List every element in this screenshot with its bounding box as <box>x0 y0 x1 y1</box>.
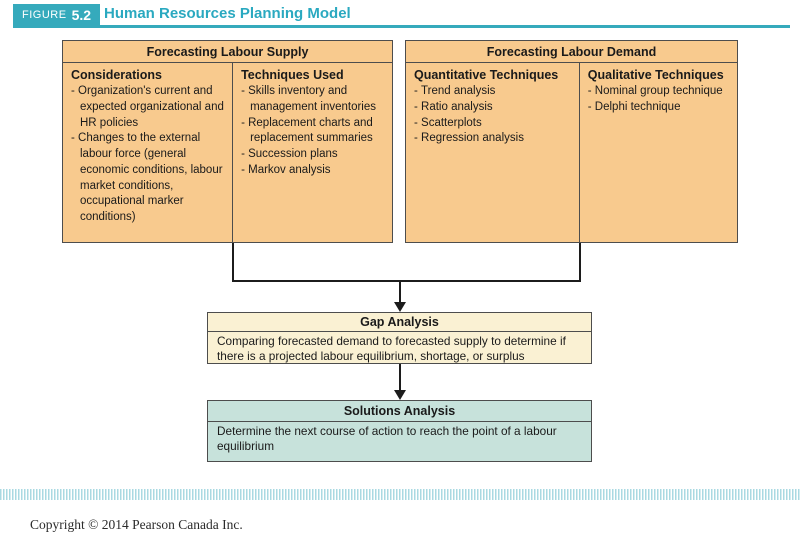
header-rule <box>13 25 790 28</box>
bullet-item: Changes to the external labour force (ge… <box>71 131 225 226</box>
bullet-item: Nominal group technique <box>588 84 730 100</box>
bullet-item: Markov analysis <box>241 163 385 179</box>
figure-label: FIGURE <box>22 9 67 21</box>
quantitative-techniques-heading: Quantitative Techniques <box>414 68 559 82</box>
bullet-item: Skills inventory and management inventor… <box>241 84 385 116</box>
decorative-stripe-bar <box>0 489 800 500</box>
demand-box-title: Forecasting Labour Demand <box>406 41 737 63</box>
gap-arrowhead-icon <box>394 302 406 312</box>
supply-connector-line <box>232 243 234 282</box>
quantitative-techniques-column: Quantitative Techniques Trend analysisRa… <box>406 63 580 242</box>
bullet-item: Succession plans <box>241 147 385 163</box>
copyright-text: Copyright © 2014 Pearson Canada Inc. <box>30 517 243 532</box>
figure-title: Human Resources Planning Model <box>104 5 351 22</box>
figure-badge: FIGURE 5.2 <box>13 4 101 26</box>
quantitative-techniques-list: Trend analysisRatio analysisScatterplots… <box>414 84 572 147</box>
qualitative-techniques-heading: Qualitative Techniques <box>587 68 724 82</box>
gap-analysis-title: Gap Analysis <box>208 313 591 332</box>
solutions-arrowhead-icon <box>394 390 406 400</box>
gap-arrow-stem <box>399 280 401 303</box>
bullet-item: Regression analysis <box>414 131 572 147</box>
gap-analysis-box: Gap Analysis Comparing forecasted demand… <box>207 312 592 364</box>
figure-number: 5.2 <box>71 7 92 23</box>
considerations-list: Organization's current and expected orga… <box>71 84 225 226</box>
techniques-used-column: Techniques Used Skills inventory and man… <box>233 63 392 242</box>
techniques-used-heading: Techniques Used <box>241 68 344 82</box>
gap-analysis-body: Comparing forecasted demand to forecaste… <box>217 334 566 364</box>
solutions-analysis-body: Determine the next course of action to r… <box>217 424 557 454</box>
qualitative-techniques-list: Nominal group techniqueDelphi technique <box>588 84 730 116</box>
demand-connector-line <box>579 243 581 282</box>
bullet-item: Delphi technique <box>588 100 730 116</box>
supply-box-columns: Considerations Organization's current an… <box>63 63 392 242</box>
bullet-item: Scatterplots <box>414 116 572 132</box>
bullet-item: Trend analysis <box>414 84 572 100</box>
considerations-heading: Considerations <box>71 68 162 82</box>
supply-box-title: Forecasting Labour Supply <box>63 41 392 63</box>
forecasting-labour-supply-box: Forecasting Labour Supply Considerations… <box>62 40 393 243</box>
techniques-used-list: Skills inventory and management inventor… <box>241 84 385 179</box>
considerations-column: Considerations Organization's current an… <box>63 63 234 242</box>
forecasting-labour-demand-box: Forecasting Labour Demand Quantitative T… <box>405 40 738 243</box>
join-connector-line <box>232 280 581 282</box>
bullet-item: Organization's current and expected orga… <box>71 84 225 131</box>
solutions-analysis-box: Solutions Analysis Determine the next co… <box>207 400 592 462</box>
solutions-analysis-title: Solutions Analysis <box>208 401 591 422</box>
qualitative-techniques-column: Qualitative Techniques Nominal group tec… <box>580 63 737 242</box>
demand-box-columns: Quantitative Techniques Trend analysisRa… <box>406 63 737 242</box>
bullet-item: Ratio analysis <box>414 100 572 116</box>
bullet-item: Replacement charts and replacement summa… <box>241 116 385 148</box>
solutions-arrow-stem <box>399 364 401 391</box>
